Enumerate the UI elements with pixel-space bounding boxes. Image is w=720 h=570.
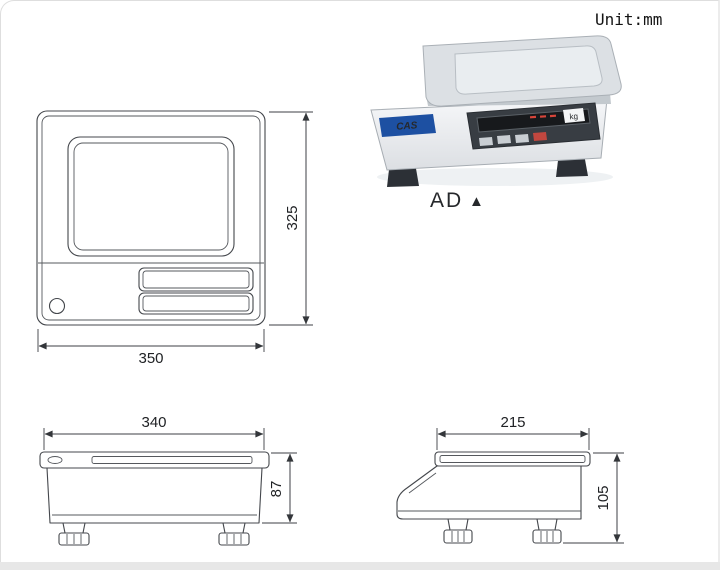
display-slot-upper-inner (142, 270, 250, 289)
display-digit-segment (549, 114, 557, 118)
foot-neck (222, 522, 246, 534)
front-view: 340 87 (39, 414, 297, 546)
display-slot-upper (138, 267, 254, 292)
level-bubble (48, 297, 66, 315)
dimension-value: 87 (268, 481, 285, 498)
foot-neck (447, 518, 469, 531)
top-view-inner-border (41, 115, 261, 321)
side-foot-right (532, 518, 562, 544)
side-view: 215 105 (396, 414, 624, 544)
platter-inner-line (73, 142, 229, 251)
side-body-outline (396, 465, 582, 520)
side-view-width-dimension: 215 (436, 414, 590, 450)
front-foot-left (58, 522, 90, 546)
display-digit-segment (539, 115, 547, 118)
product-model-label: AD ▲ (430, 189, 484, 212)
photo-platter-recess (454, 45, 603, 95)
dimension-value: 105 (595, 485, 612, 510)
front-platter-slot (91, 456, 253, 464)
front-foot-right (218, 522, 250, 546)
display-slot-lower-inner (142, 295, 250, 312)
platter-outline (67, 136, 235, 257)
side-view-height-dimension: 105 (563, 452, 624, 544)
model-marker-icon: ▲ (469, 193, 484, 210)
side-foot-left (443, 518, 473, 544)
foot-neck (536, 518, 558, 531)
display-slot-lower (138, 292, 254, 315)
dimension-value: 350 (138, 350, 163, 367)
front-level-bubble (47, 456, 63, 464)
panel-button (479, 137, 493, 146)
panel-button (515, 134, 529, 143)
panel-button (497, 135, 511, 144)
front-view-height-dimension: 87 (262, 452, 297, 524)
kg-unit-label-plate (563, 108, 585, 123)
photo-shadow (377, 168, 613, 186)
panel-button (533, 132, 547, 141)
side-platter-slab (434, 451, 591, 467)
front-view-width-dimension: 340 (43, 414, 265, 450)
front-body-outline (46, 467, 263, 524)
brand-plate (379, 114, 436, 137)
foot-neck (62, 522, 86, 534)
dimension-value: 340 (141, 414, 166, 431)
side-platter-inner (439, 455, 586, 463)
side-wedge-line (408, 472, 437, 494)
front-platter-slab (39, 451, 270, 469)
top-view-width-dimension: 350 (37, 329, 265, 367)
dimension-value: 215 (500, 414, 525, 431)
display-digit-segment (529, 115, 537, 119)
bottom-edge-band (0, 562, 720, 570)
model-name: AD (430, 189, 463, 212)
display-window (476, 108, 591, 133)
product-photo: CAS kg (370, 35, 622, 187)
top-view: 325 350 (36, 110, 313, 367)
brand-logo-text: CAS (396, 120, 418, 132)
dimension-value: 325 (284, 205, 301, 230)
unit-label: Unit:mm (595, 10, 662, 29)
top-view-height-dimension: 325 (269, 111, 313, 326)
kg-unit-label-text: kg (569, 112, 578, 122)
